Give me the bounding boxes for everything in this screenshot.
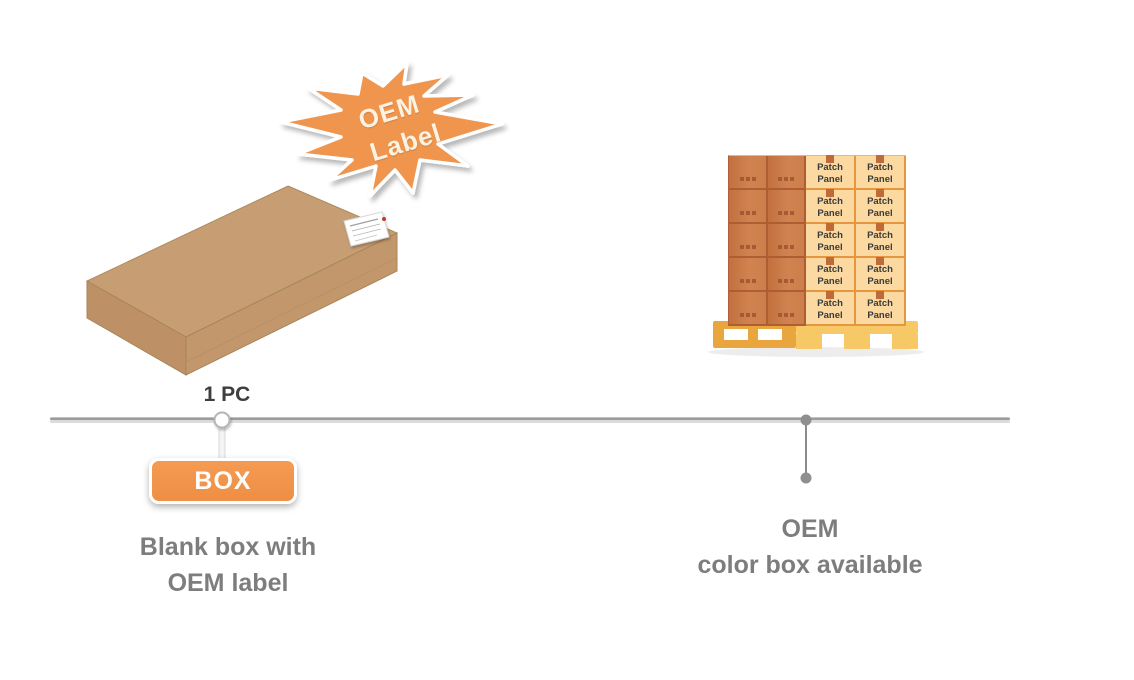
pallet-box-label-line2: Panel <box>817 275 843 287</box>
pallet-box-side <box>768 258 806 292</box>
oem-label-starburst-icon <box>279 61 504 198</box>
pallet-box-label-line2: Panel <box>867 207 893 219</box>
pallet-box-label-line1: Patch <box>867 196 893 207</box>
timeline-marker-box <box>213 411 231 461</box>
pallet-box-side <box>729 156 768 190</box>
pallet-box-side <box>729 258 768 292</box>
pallet-box-label-line2: Panel <box>867 309 893 321</box>
carton-box-illustration <box>85 185 399 376</box>
pallet-box-label-line2: Panel <box>867 173 893 185</box>
caption-blank-box-line1: Blank box with <box>139 533 317 561</box>
pallet-box-label-line1: Patch <box>817 230 843 241</box>
pallet-box-side <box>729 292 768 326</box>
caption-blank-box: Blank box with OEM label <box>68 529 388 601</box>
caption-oem-color-box: OEM color box available <box>620 511 1000 583</box>
pallet-box-label-line1: Patch <box>867 162 893 173</box>
pallet-box-label-line1: Patch <box>817 162 843 173</box>
pallet-box-side <box>729 190 768 224</box>
pallet-box-label-line2: Panel <box>817 309 843 321</box>
pallet-box-label-line1: Patch <box>867 298 893 309</box>
pallet-box-label-line1: Patch <box>817 298 843 309</box>
caption-oem-color-box-line1: OEM <box>781 515 839 543</box>
pallet-box-label-line1: Patch <box>817 196 843 207</box>
pallet-box-label-line1: Patch <box>867 264 893 275</box>
label-red-dot <box>382 217 386 221</box>
quantity-label: 1 PC <box>203 383 251 406</box>
caption-blank-box-line2: OEM label <box>167 569 289 597</box>
shipping-label <box>343 211 390 247</box>
timeline <box>50 417 1010 423</box>
pallet-box-label-line2: Panel <box>817 241 843 253</box>
pallet-box-side <box>729 224 768 258</box>
pallet-box-side <box>768 224 806 258</box>
pallet-box-label-line1: Patch <box>817 264 843 275</box>
pallet-box-label-line1: Patch <box>867 230 893 241</box>
box-callout: BOX <box>149 458 297 504</box>
timeline-marker-pallet <box>800 414 812 484</box>
pallet-box-label-line2: Panel <box>867 241 893 253</box>
caption-oem-color-box-line2: color box available <box>697 551 923 579</box>
pallet-box-label-line2: Panel <box>867 275 893 287</box>
pallet-box-side <box>768 190 806 224</box>
pallet-box-label-line2: Panel <box>817 173 843 185</box>
box-callout-label: BOX <box>194 466 252 495</box>
pallet-box-side <box>768 292 806 326</box>
pallet-box-label-line2: Panel <box>817 207 843 219</box>
pallet-box-side <box>768 156 806 190</box>
